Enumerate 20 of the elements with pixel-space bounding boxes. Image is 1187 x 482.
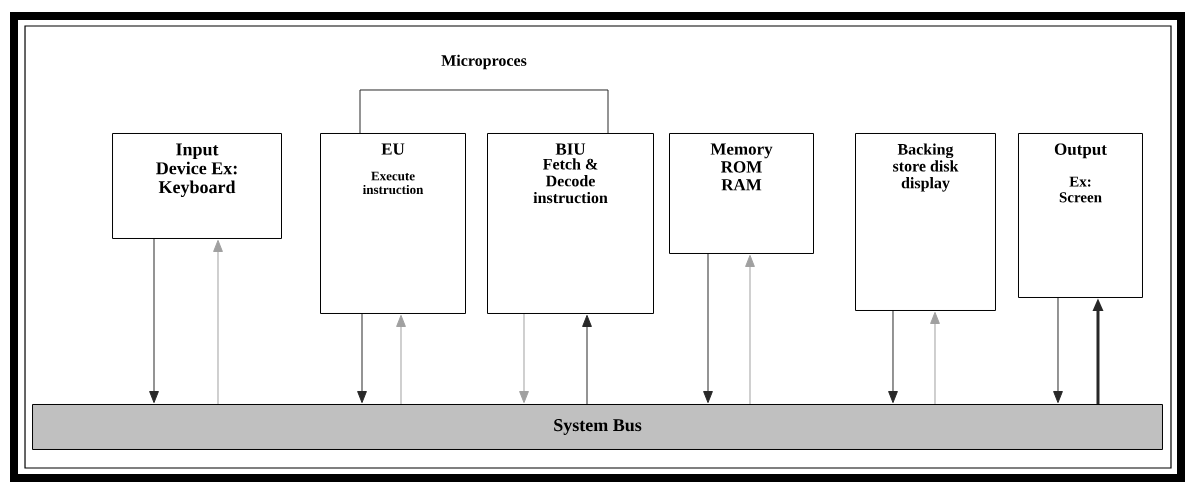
component-box: Output Ex: Screen <box>1018 133 1143 298</box>
arrow <box>213 239 223 405</box>
arrow <box>888 310 898 404</box>
arrow <box>703 253 713 404</box>
arrow <box>745 254 755 405</box>
arrow <box>519 313 529 404</box>
arrow <box>930 311 940 405</box>
component-box: EU Execute instruction <box>320 133 466 314</box>
arrow <box>1053 297 1063 404</box>
component-box: Memory ROM RAM <box>669 133 814 254</box>
arrow <box>149 238 159 404</box>
arrow <box>582 314 592 405</box>
arrow <box>357 313 367 404</box>
bus-bar: System Bus <box>32 404 1163 450</box>
arrow <box>396 314 406 405</box>
bracket-line <box>359 89 609 134</box>
component-box: BIU Fetch & Decode instruction <box>487 133 654 314</box>
component-box: Input Device Ex: Keyboard <box>112 133 282 239</box>
group-label: Microproces <box>441 54 527 70</box>
component-box: Backing store disk display <box>855 133 996 311</box>
